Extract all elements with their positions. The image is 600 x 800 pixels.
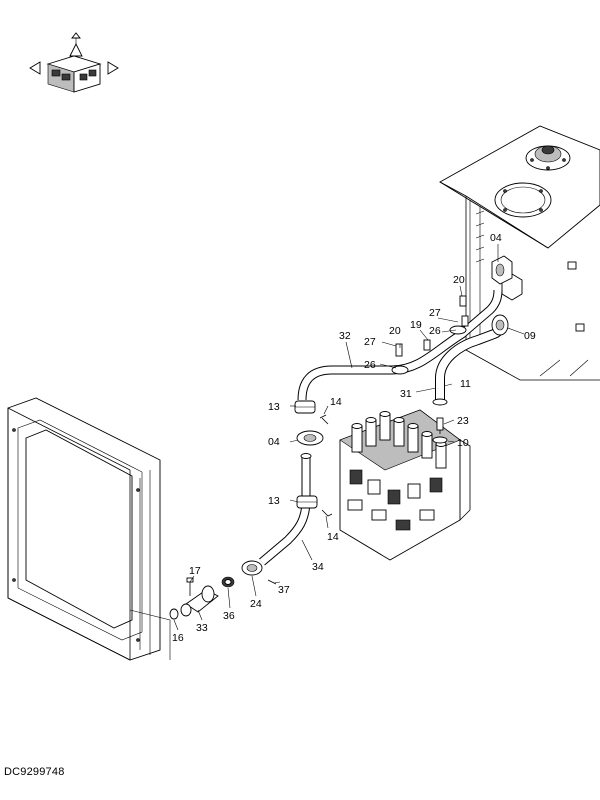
callout-16: 16	[172, 632, 184, 644]
callout-20-upper: 20	[453, 274, 465, 286]
elbow-33	[180, 585, 219, 617]
adapter-24	[241, 560, 263, 576]
callout-04-middle: 04	[268, 436, 280, 448]
callout-14-upper: 14	[330, 396, 342, 408]
flange-04-upper	[491, 255, 513, 285]
control-valve	[339, 409, 471, 561]
callout-27-upper: 27	[429, 307, 441, 319]
hydraulic-tank	[439, 125, 600, 381]
callout-37: 37	[278, 584, 290, 596]
callout-26-upper: 26	[429, 325, 441, 337]
oring-10	[432, 436, 448, 444]
callout-17: 17	[189, 565, 201, 577]
callout-36: 36	[223, 610, 235, 622]
fitting-23	[436, 417, 444, 434]
bolt-14-upper	[319, 414, 329, 425]
pipe-32	[297, 289, 503, 401]
flange-09	[491, 314, 509, 336]
clamp-13-lower	[296, 495, 318, 509]
callout-13-upper: 13	[268, 401, 280, 413]
callout-31: 31	[400, 388, 412, 400]
fittings-20-19-27-26	[391, 295, 469, 375]
oring-16	[169, 608, 179, 620]
callout-32: 32	[339, 330, 351, 342]
callout-11: 11	[460, 378, 471, 390]
callout-04-upper: 04	[490, 232, 502, 244]
callout-23: 23	[457, 415, 469, 427]
leader-lines	[173, 244, 525, 631]
drawing-id: DC9299748	[4, 766, 65, 778]
oring-36	[221, 576, 235, 588]
callout-19: 19	[410, 319, 422, 331]
oil-cooler-frame	[7, 397, 171, 661]
callout-20-lower: 20	[389, 325, 401, 337]
bolt-37	[267, 579, 277, 585]
clamp-13-upper	[294, 400, 316, 414]
callouts: 04 20 27 09 19 26 32 27 20 26 11 31 13 1…	[172, 232, 536, 644]
bolt-17	[186, 577, 194, 596]
callout-14-lower: 14	[327, 531, 339, 543]
callout-24: 24	[250, 598, 262, 610]
callout-09: 09	[524, 330, 536, 342]
callout-13-lower: 13	[268, 495, 280, 507]
orientation-icon	[29, 32, 119, 93]
callout-27-lower: 27	[364, 336, 376, 348]
callout-33: 33	[196, 622, 208, 634]
bolt-14-lower	[321, 509, 333, 517]
callout-34: 34	[312, 561, 324, 573]
flange-04-middle	[296, 430, 324, 446]
callout-10: 10	[457, 437, 469, 449]
callout-26-lower: 26	[364, 359, 376, 371]
